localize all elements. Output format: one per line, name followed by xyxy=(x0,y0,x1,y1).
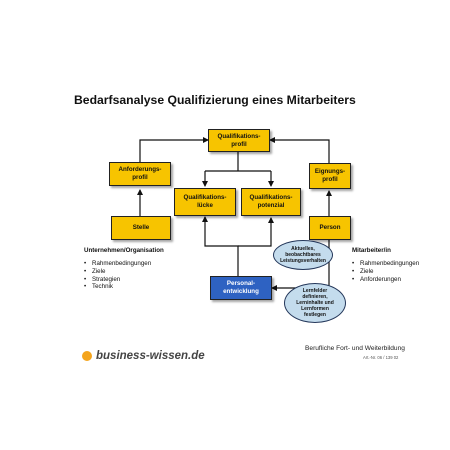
node-qualifikationsprofil: Qualifikations- profil xyxy=(208,129,270,152)
list-item: Ziele xyxy=(352,268,419,276)
list-item: Rahmenbedingungen xyxy=(84,260,164,268)
list-item: Rahmenbedingungen xyxy=(352,260,419,268)
right-section-heading: Mitarbeiter/in xyxy=(352,247,391,254)
brand-dot-icon xyxy=(82,351,92,361)
node-stelle: Stelle xyxy=(111,216,171,240)
node-qualifikationsluecke: Qualifikations- lücke xyxy=(174,188,236,216)
arrow-eignung-to-qualprofil xyxy=(269,137,330,163)
list-item: Anforderungen xyxy=(352,276,419,284)
arrow-personalentw-to-qualluecke xyxy=(202,216,239,276)
page-title: Bedarfsanalyse Qualifizierung eines Mita… xyxy=(74,93,356,107)
list-item: Strategien xyxy=(84,276,164,284)
footer-article-number: Art.-Nr. 06 / 139 02 xyxy=(363,355,399,360)
list-item: Technik xyxy=(84,283,164,291)
node-qualifikationspotenzial: Qualifikations- potenzial xyxy=(241,188,301,216)
node-person: Person xyxy=(309,216,351,240)
node-eignungsprofil: Eignungs- profil xyxy=(309,163,351,189)
list-item: Ziele xyxy=(84,268,164,276)
node-lernfelder: Lernfelder definieren, Lerninhalte und L… xyxy=(284,283,346,323)
left-section: Unternehmen/Organisation Rahmenbedingung… xyxy=(84,247,164,291)
brand-logo: business-wissen.de xyxy=(82,350,205,362)
arrow-anforderung-to-qualprofil xyxy=(139,137,209,162)
footer-title: Berufliche Fort- und Weiterbildung xyxy=(305,345,405,352)
node-personalentwicklung: Personal- entwicklung xyxy=(210,276,272,300)
arrow-personalentw-to-qualpotenzial xyxy=(238,217,274,247)
node-anforderungsprofil: Anforderungs- profil xyxy=(109,162,171,186)
right-section-list: Rahmenbedingungen Ziele Anforderungen xyxy=(352,260,419,283)
brand-text: business-wissen.de xyxy=(96,350,205,362)
node-aktuelles-verhalten: Aktuelles, beobachtbares Leistungsverhal… xyxy=(273,240,333,270)
left-section-list: Rahmenbedingungen Ziele Strategien Techn… xyxy=(84,260,164,291)
right-section: Mitarbeiter/in Rahmenbedingungen Ziele A… xyxy=(352,247,419,283)
left-section-heading: Unternehmen/Organisation xyxy=(84,247,164,254)
